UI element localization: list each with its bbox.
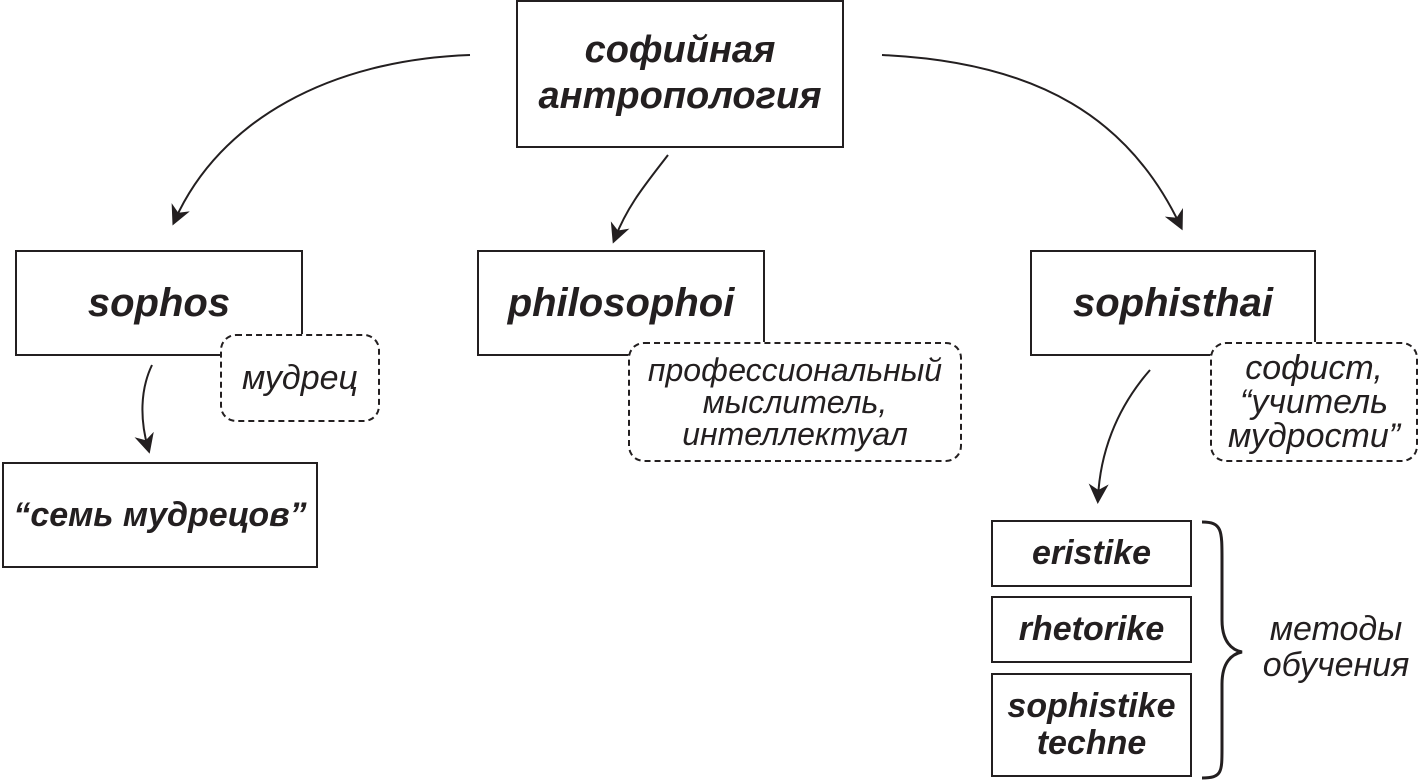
arrow-root-to-sophisthai: [881, 54, 1184, 231]
arrow-sophisthai-to-methods: [1088, 369, 1151, 504]
root-node: софийная антропология: [516, 0, 844, 148]
sophisthai-note: софист, “учитель мудрости”: [1210, 342, 1418, 462]
sophos-note: мудрец: [220, 334, 380, 422]
seven-sages-label: “семь мудрецов”: [13, 495, 307, 534]
philosophoi-note-line3: интеллектуал: [682, 416, 908, 452]
sophos-note-text: мудрец: [242, 359, 358, 397]
philosophoi-note-line1: профессиональный: [647, 352, 943, 388]
sophisthai-note-line1: софист,: [1245, 349, 1383, 387]
philosophoi-label: philosophoi: [507, 280, 735, 325]
arrow-root-to-philosophoi: [610, 154, 669, 244]
methods-brace: [1201, 520, 1243, 780]
arrow-sophos-to-seven: [134, 364, 154, 454]
methods-label-line2: обучения: [1262, 645, 1410, 684]
method-sophistike-techne: sophistike techne: [991, 673, 1192, 777]
root-label-line1: софийная: [584, 29, 776, 72]
method-techne-label: techne: [1036, 724, 1147, 762]
method-eristike: eristike: [991, 520, 1192, 587]
method-sophistike-label: sophistike: [1007, 686, 1176, 725]
methods-label-line1: методы: [1269, 610, 1403, 648]
seven-sages-node: “семь мудрецов”: [2, 462, 318, 568]
methods-label: методы обучения: [1252, 610, 1420, 684]
sophisthai-label: sophisthai: [1072, 280, 1274, 325]
philosophoi-note-line2: мыслитель,: [702, 384, 888, 420]
philosophoi-node: philosophoi: [477, 250, 765, 356]
sophisthai-note-line2: “учитель: [1240, 383, 1388, 421]
sophos-label: sophos: [87, 280, 231, 325]
arrow-root-to-sophos: [171, 54, 471, 226]
method-rhetorike: rhetorike: [991, 596, 1192, 663]
sophisthai-node: sophisthai: [1030, 250, 1316, 356]
method-eristike-label: eristike: [1031, 534, 1152, 572]
sophisthai-note-line3: мудрости”: [1227, 417, 1401, 455]
method-rhetorike-label: rhetorike: [1018, 610, 1165, 648]
philosophoi-note: профессиональный мыслитель, интеллектуал: [628, 342, 962, 462]
root-label-line2: антропология: [538, 75, 822, 117]
